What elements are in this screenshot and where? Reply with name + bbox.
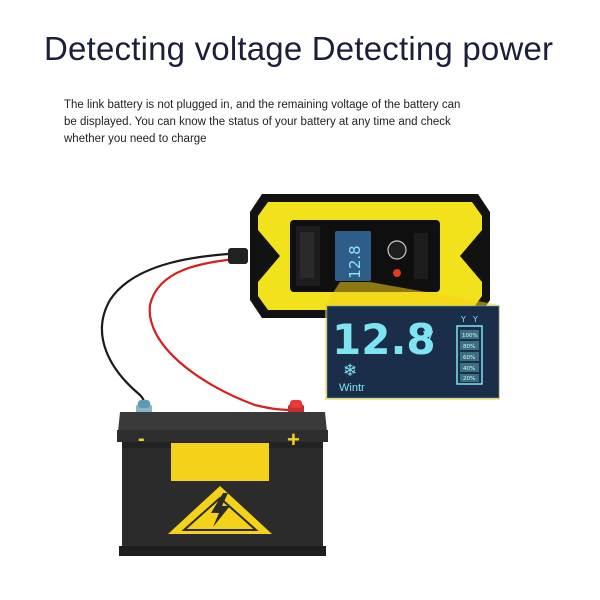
mode-button bbox=[387, 240, 407, 260]
description-text: The link battery is not plugged in, and … bbox=[64, 99, 461, 145]
mode-label: Wintr bbox=[339, 382, 365, 394]
red-cable bbox=[148, 256, 297, 412]
page-title: Detecting voltage Detecting power bbox=[44, 30, 554, 67]
level-20: 20% bbox=[463, 376, 475, 382]
large-lcd bbox=[327, 306, 499, 398]
positive-terminal bbox=[290, 400, 302, 408]
small-lcd bbox=[335, 231, 371, 281]
positive-sign: + bbox=[287, 427, 300, 452]
level-40: 40% bbox=[463, 366, 475, 372]
car-battery bbox=[117, 400, 328, 556]
black-cable bbox=[100, 251, 246, 411]
charger-unit: 12.8 bbox=[250, 194, 490, 318]
level-60: 60% bbox=[463, 355, 475, 361]
lightning-icon bbox=[211, 493, 230, 527]
voltage-unit: V bbox=[423, 328, 434, 346]
level-80: 80% bbox=[463, 344, 475, 350]
svg-text:Y: Y bbox=[472, 315, 478, 324]
battery-level-icon: Y Y 100% 80% 60% 40% 20% bbox=[456, 315, 483, 385]
cable-grommet bbox=[228, 248, 248, 264]
svg-text:12.8: 12.8 bbox=[346, 245, 364, 278]
svg-text:Y: Y bbox=[460, 315, 466, 324]
snowflake-icon: ❄ bbox=[343, 361, 357, 380]
negative-sign: - bbox=[138, 428, 145, 450]
negative-terminal bbox=[138, 400, 150, 408]
battery-label bbox=[171, 443, 269, 481]
voltage-readout: 12.8 bbox=[332, 315, 436, 364]
level-100: 100% bbox=[462, 333, 478, 339]
